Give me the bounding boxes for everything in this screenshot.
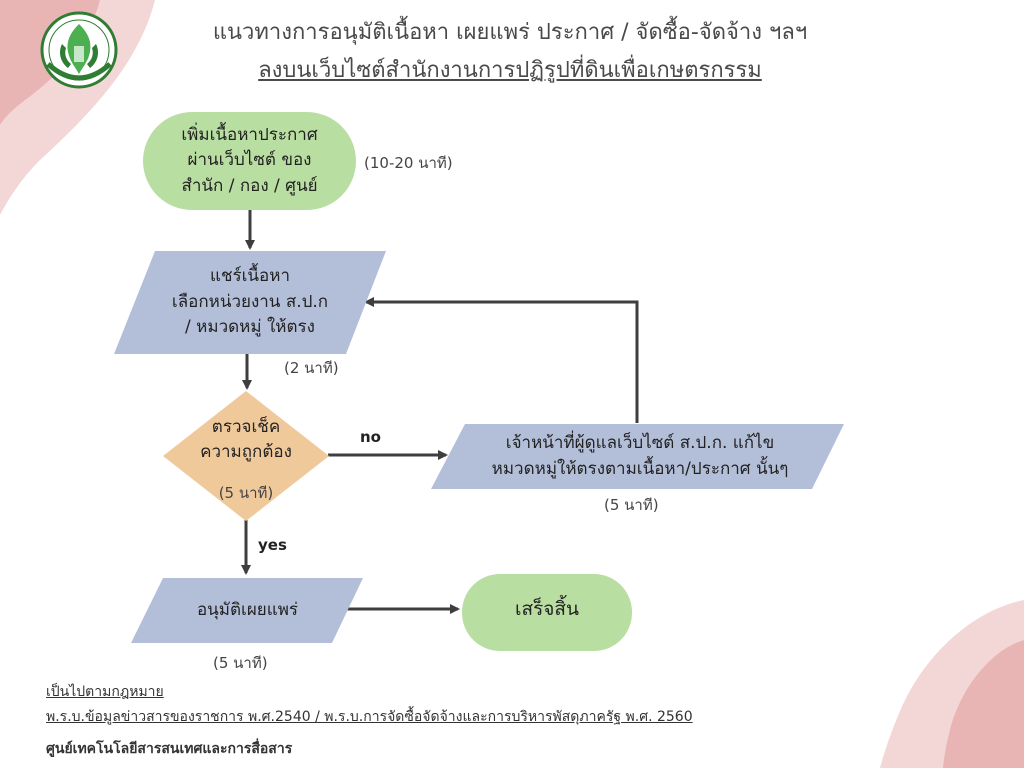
fix-step-time: (5 นาที) xyxy=(604,496,659,514)
page-subtitle: ลงบนเว็บไซต์สำนักงานการปฏิรูปที่ดินเพื่อ… xyxy=(258,58,762,83)
share-step-text: แชร์เนื้อหา เลือกหน่วยงาน ส.ป.ก / หมวดหม… xyxy=(171,266,329,338)
check-step-time: (5 นาที) xyxy=(218,484,274,502)
start-terminal-shape xyxy=(143,112,356,210)
start-step-text: เพิ่มเนื้อหาประกาศ ผ่านเว็บไซต์ ของ สำนั… xyxy=(181,124,318,196)
done-terminal-shape xyxy=(462,574,632,651)
no-branch-label: no xyxy=(360,428,381,446)
publish-parallelogram-shape xyxy=(131,578,363,643)
fix-parallelogram-shape xyxy=(431,424,844,489)
start-step-time: (10-20 นาที) xyxy=(364,154,453,172)
arrow-fix-back-to-share xyxy=(364,297,639,423)
alro-logo xyxy=(40,11,118,89)
page-title: แนวทางการอนุมัติเนื้อหา เผยแพร่ ประกาศ /… xyxy=(212,20,808,45)
bottom-right-wave xyxy=(943,640,1024,768)
done-step-text: เสร็จสิ้น xyxy=(514,597,579,620)
share-parallelogram-shape xyxy=(114,251,386,354)
footer-law-heading: เป็นไปตามกฎหมาย xyxy=(46,684,164,700)
check-decision-shape xyxy=(163,391,329,521)
footer-law-acts: พ.ร.บ.ข้อมูลข่าวสารของราชการ พ.ศ.2540 / … xyxy=(46,709,693,725)
publish-step-time: (5 นาที) xyxy=(213,654,268,672)
check-step-text: ตรวจเช็ค ความถูกต้อง xyxy=(200,416,292,463)
yes-branch-label: yes xyxy=(258,536,287,554)
fix-step-text: เจ้าหน้าที่ผู้ดูแลเว็บไซต์ ส.ป.ก. แก้ไข … xyxy=(491,433,789,479)
publish-step-text: อนุมัติเผยแพร่ xyxy=(196,599,299,620)
footer-department: ศูนย์เทคโนโลยีสารสนเทศและการสื่อสาร xyxy=(46,741,293,757)
share-step-time: (2 นาที) xyxy=(284,359,339,377)
